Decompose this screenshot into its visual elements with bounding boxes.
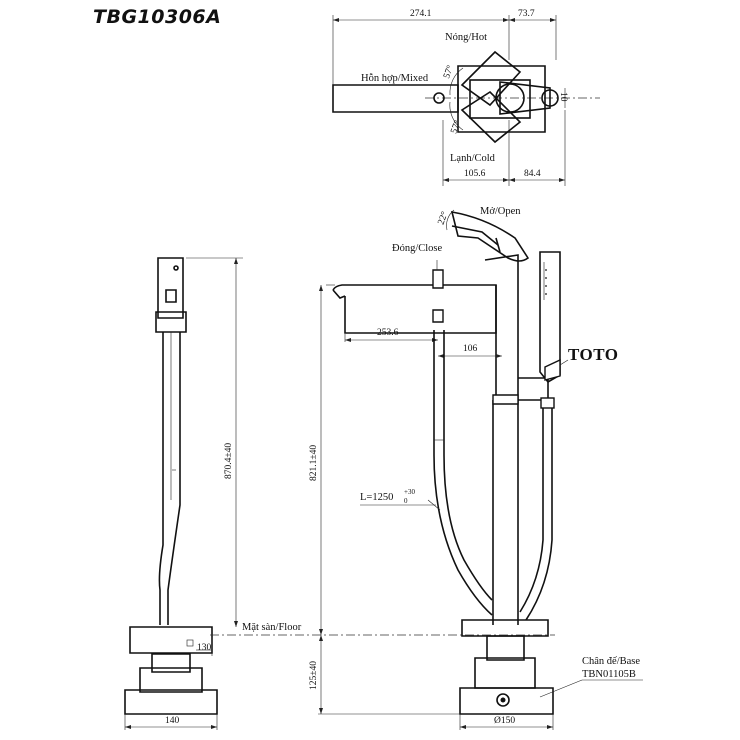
floor-label: Mặt sàn/Floor (242, 622, 302, 633)
dim-253: 253.6 (377, 328, 399, 338)
dim-10: 10 (558, 92, 568, 102)
hose-length: L=1250 (360, 492, 393, 503)
mixed-label: Hỗn hợp/Mixed (361, 73, 429, 84)
dim-274: 274.1 (410, 9, 432, 19)
dim-125: 125±40 (309, 661, 319, 690)
base-model: TBN01105B (582, 669, 636, 680)
dim-73: 73.7 (518, 9, 535, 19)
model-title: TBG10306A (93, 6, 222, 28)
close-label: Đóng/Close (392, 243, 443, 254)
dim-140: 140 (165, 716, 180, 726)
cold-label: Lạnh/Cold (450, 153, 496, 164)
floor-line: Mặt sàn/Floor 130 (196, 622, 555, 656)
base-label: Chân đế/Base (582, 656, 640, 667)
angle-top: 57° (441, 64, 456, 80)
hose-tol-lower: 0 (404, 497, 408, 505)
side-view: 870.4±40 140 (124, 257, 243, 730)
angle-bottom: 57° (449, 119, 464, 135)
dim-821: 821.1±40 (309, 445, 319, 481)
hose-tol-upper: +30 (404, 488, 415, 496)
open-label: Mở/Open (480, 206, 521, 217)
top-view: 274.1 73.7 105.6 84.4 10 57° 57° Nóng/Ho… (332, 9, 600, 186)
brand-logo: TOTO (568, 345, 619, 364)
hot-label: Nóng/Hot (445, 32, 487, 43)
dim-105: 105.6 (464, 169, 486, 179)
dim-84: 84.4 (524, 169, 541, 179)
front-view: 22° Mở/Open Đóng/Close 253.6 106 L=1250 … (309, 206, 643, 730)
dim-130: 130 (197, 643, 212, 653)
dim-height: 870.4±40 (224, 443, 234, 479)
dim-150: Ø150 (494, 716, 515, 726)
dim-106: 106 (463, 344, 478, 354)
